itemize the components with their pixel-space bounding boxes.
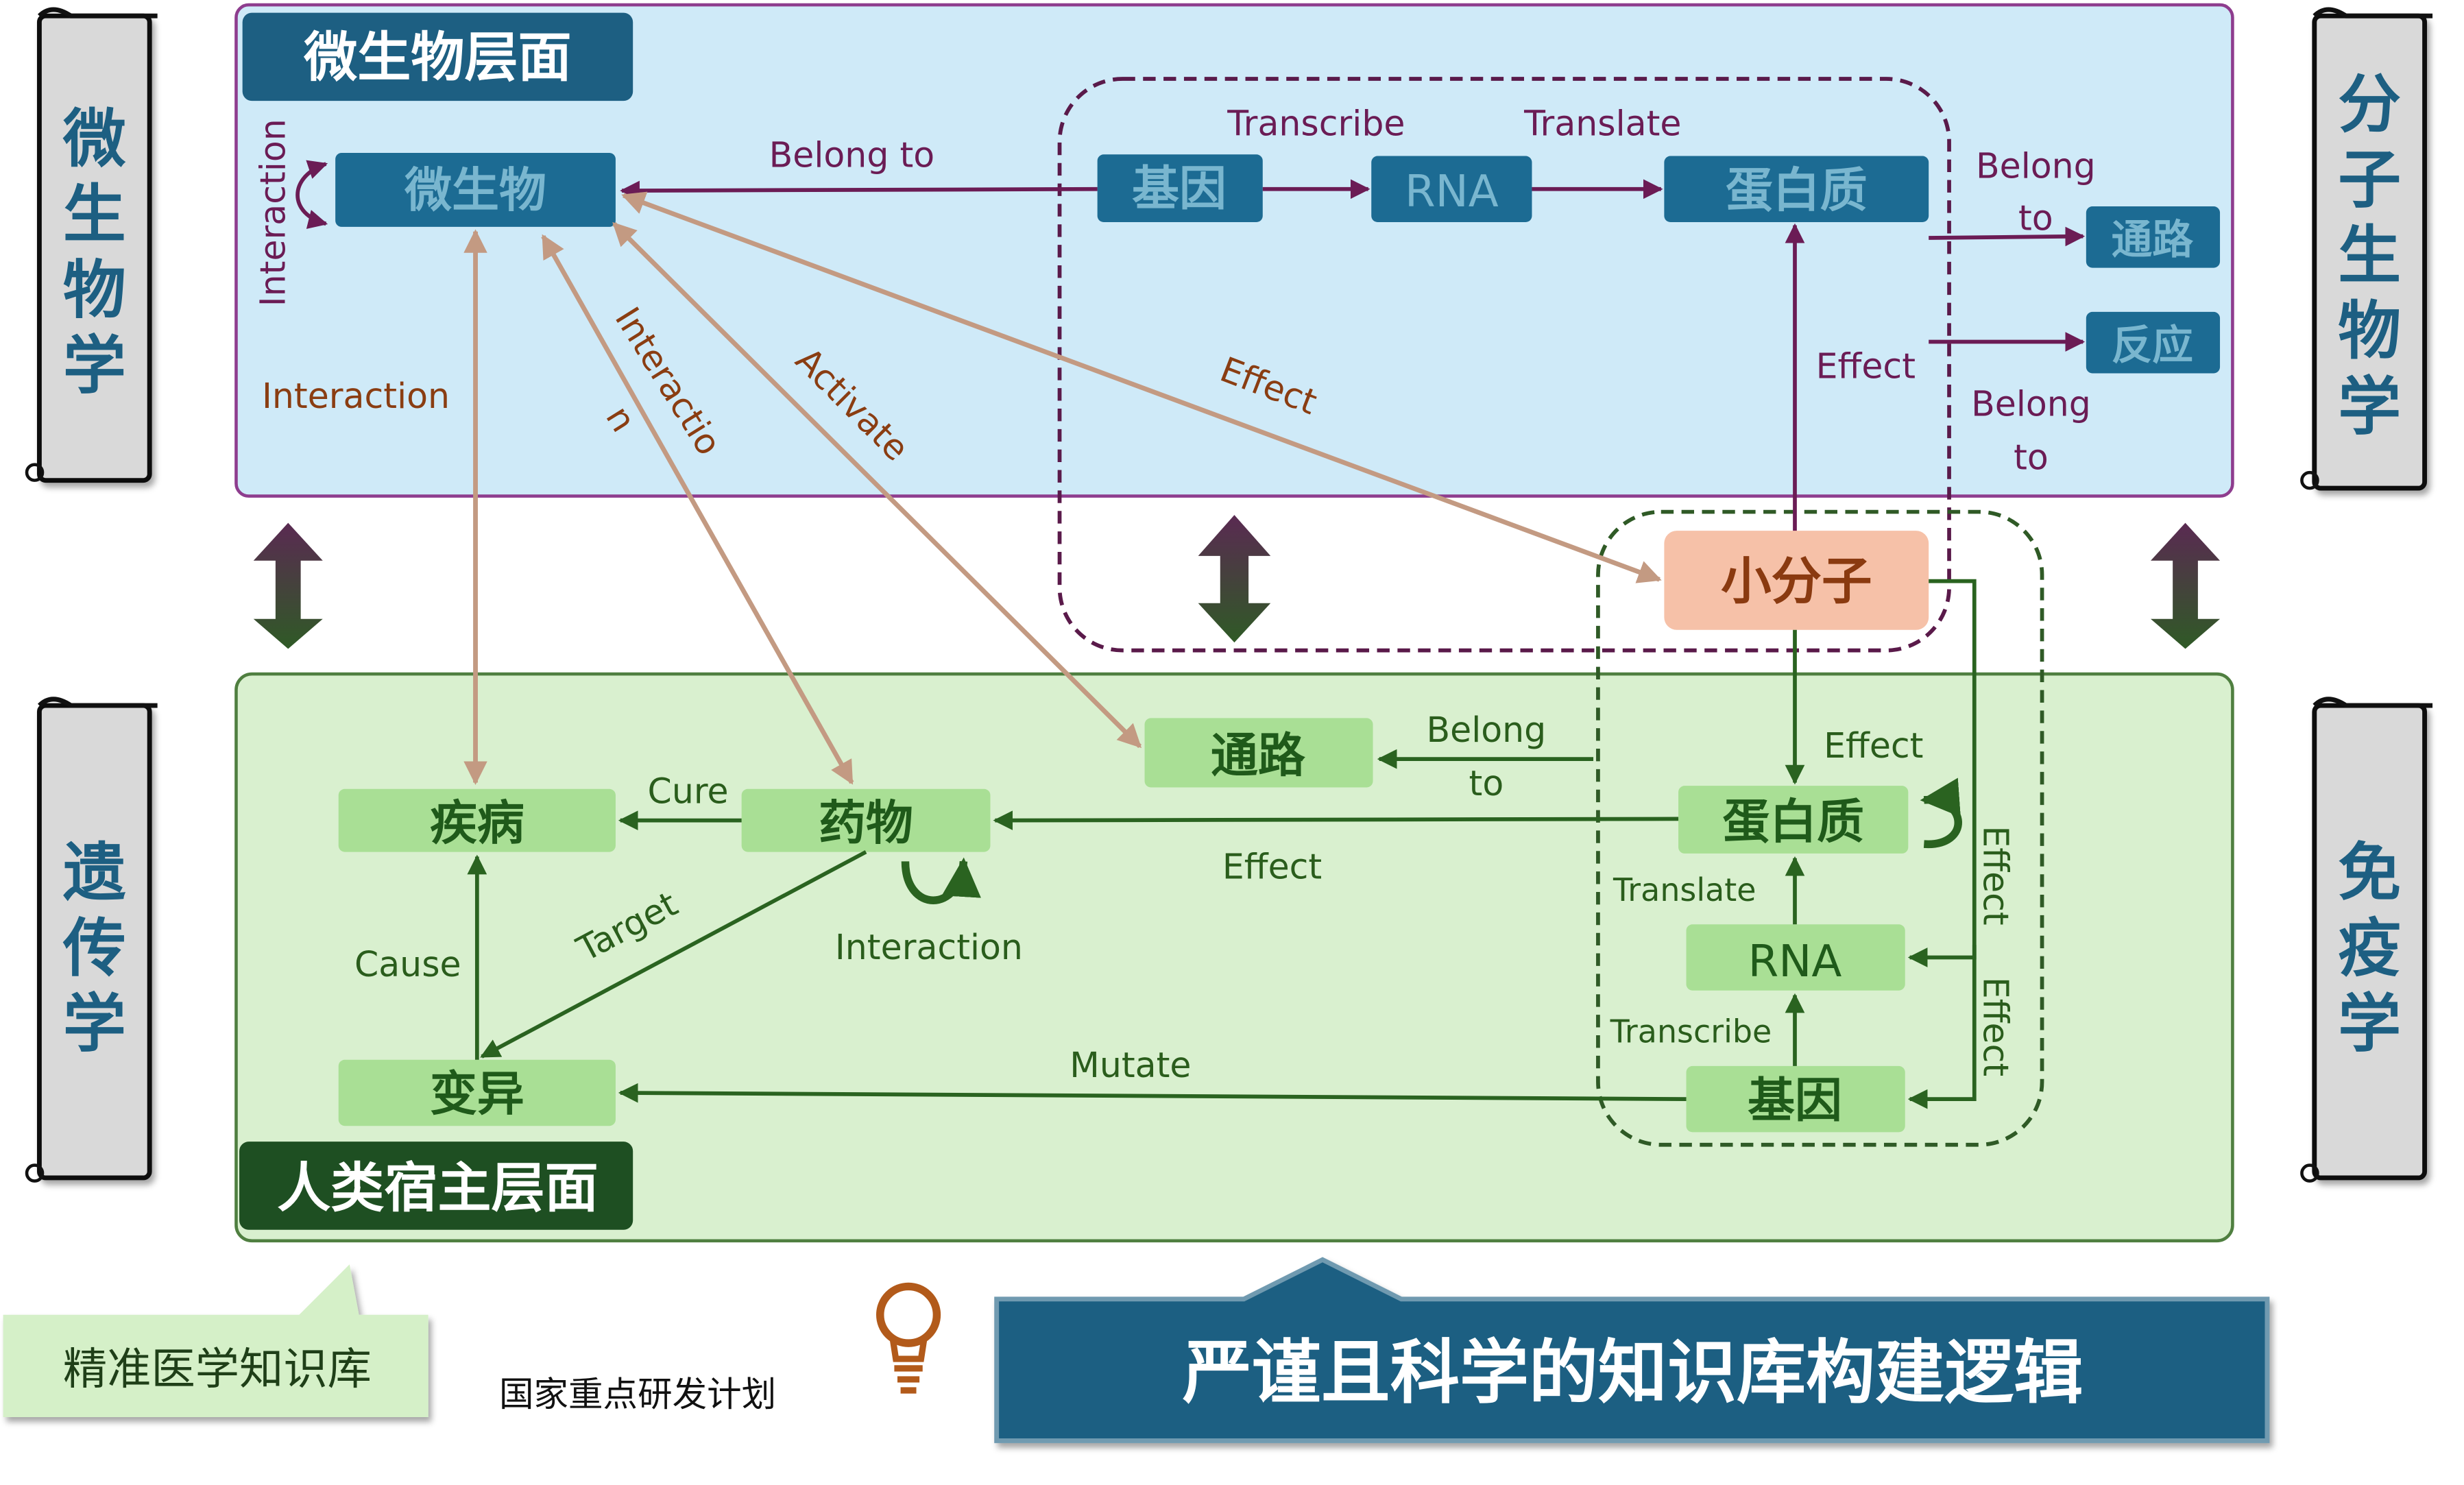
node-label: 蛋白质 <box>1726 163 1868 218</box>
label-effect-vertical-2: Effect <box>1976 977 2016 1076</box>
scroll-char-4: 学 <box>63 329 126 402</box>
scroll-immunology: 免 疫 学 <box>2300 697 2433 1183</box>
node-label: 蛋白质 <box>1722 795 1864 849</box>
host-level-title-text: 人类宿主层面 <box>277 1157 598 1219</box>
program-name: 国家重点研发计划 <box>499 1374 776 1414</box>
micro-molecule-group <box>1057 77 1951 653</box>
scroll-char-2: 生 <box>63 178 126 252</box>
label-belong-pathway-2: to <box>2018 197 2053 238</box>
node-host-gene[interactable]: 基因 <box>1686 1065 1905 1133</box>
label-transcribe-host: Transcribe <box>1610 1013 1772 1050</box>
callout-precision-medicine: 精准医学知识库 <box>3 1264 428 1418</box>
label-interaction-disease: Interaction <box>262 376 450 416</box>
label-microbe-self-interaction: Interaction <box>253 119 293 306</box>
scroll-genetics: 遗 传 学 <box>25 697 158 1183</box>
node-label: 药物 <box>819 796 913 851</box>
lightbulb-icon <box>875 1282 941 1394</box>
label-effect-vertical-1: Effect <box>1976 825 2016 925</box>
scroll-char-5: 学 <box>2338 370 2401 444</box>
label-belong-to: Belong to <box>769 135 935 176</box>
scroll-char-2: 子 <box>2338 143 2401 217</box>
edge-drug-variant-target <box>480 850 867 1059</box>
banner-text: 严谨且科学的知识库构建逻辑 <box>1183 1332 2083 1413</box>
node-micro-pathway[interactable]: 通路 <box>2086 206 2221 268</box>
edge-belong-pathway <box>1929 226 2086 247</box>
scroll-molecular-biology: 分 子 生 物 学 <box>2300 7 2433 491</box>
label-effect-drug: Effect <box>1222 847 1322 887</box>
label-mutate: Mutate <box>1070 1045 1191 1085</box>
node-small-molecule[interactable]: 小分子 <box>1664 531 1929 630</box>
connector-left <box>253 522 323 649</box>
node-label: RNA <box>1748 936 1842 987</box>
label-belong-2: to <box>1469 763 1504 804</box>
label-belong-pathway-1: Belong <box>1976 146 2096 186</box>
label-effect-top: Effect <box>1824 725 1923 766</box>
edge-small-molecule-side-effect <box>1907 579 1977 967</box>
label-cause: Cause <box>354 944 461 985</box>
node-disease[interactable]: 疾病 <box>338 788 616 852</box>
host-level-title: 人类宿主层面 <box>239 1142 633 1230</box>
node-label: 基因 <box>1748 1073 1842 1128</box>
label-translate: Translate <box>1523 104 1681 144</box>
edge-protein-self-interaction <box>1920 777 1962 848</box>
node-label: 基因 <box>1132 162 1227 217</box>
callout-text: 精准医学知识库 <box>63 1344 372 1395</box>
microbe-level-title: 微生物层面 <box>242 12 633 101</box>
label-belong-reaction-2: to <box>2014 437 2049 478</box>
connector-middle <box>1198 515 1271 643</box>
node-micro-reaction[interactable]: 反应 <box>2086 311 2221 374</box>
scroll-microbiology: 微 生 物 学 <box>25 7 158 483</box>
node-label: 微生物 <box>404 163 546 218</box>
scroll-char-1: 微 <box>62 102 126 176</box>
label-belong-1: Belong <box>1426 710 1546 750</box>
edge-microbe-self-interaction <box>295 160 328 229</box>
node-label: 小分子 <box>1721 553 1872 611</box>
scroll-char-4: 物 <box>2338 295 2401 368</box>
node-micro-gene[interactable]: 基因 <box>1097 154 1263 223</box>
label-cure: Cure <box>648 771 729 811</box>
scroll-char-1: 遗 <box>63 836 126 910</box>
scroll-char-3: 学 <box>63 987 126 1061</box>
scroll-char-1: 免 <box>2338 836 2401 910</box>
node-label: RNA <box>1405 166 1499 217</box>
edge-microbe-small-molecule <box>621 191 1662 583</box>
scroll-char-3: 学 <box>2338 987 2401 1061</box>
node-variant[interactable]: 变异 <box>338 1059 616 1126</box>
scroll-char-3: 物 <box>63 254 126 327</box>
node-label: 疾病 <box>430 796 524 851</box>
node-micro-rna[interactable]: RNA <box>1371 156 1532 223</box>
node-label: 变异 <box>430 1067 524 1122</box>
label-effect-protein: Effect <box>1816 346 1916 386</box>
label-drug-interaction: Interaction <box>835 927 1023 967</box>
node-micro-protein[interactable]: 蛋白质 <box>1664 156 1929 223</box>
connector-right <box>2150 522 2221 649</box>
node-microbe[interactable]: 微生物 <box>335 152 616 227</box>
edge-protein-drug-effect <box>993 810 1679 830</box>
knowledge-base-banner: 严谨且科学的知识库构建逻辑 <box>994 1257 2270 1443</box>
label-translate-host: Translate <box>1613 871 1756 908</box>
node-host-rna[interactable]: RNA <box>1686 924 1905 991</box>
node-drug[interactable]: 药物 <box>741 788 991 852</box>
edge-belong-to-microbe <box>620 180 1098 201</box>
scroll-char-3: 生 <box>2338 219 2401 292</box>
edge-small-molecule-gene-effect <box>1907 945 1977 1109</box>
microbe-level-title-text: 微生物层面 <box>303 27 571 88</box>
scroll-char-1: 分 <box>2338 68 2401 141</box>
edge-drug-self-interaction <box>901 857 981 904</box>
edge-gene-variant-mutate <box>618 1083 1687 1103</box>
scroll-char-2: 传 <box>62 912 126 985</box>
node-label: 反应 <box>2112 322 2193 370</box>
node-host-protein[interactable]: 蛋白质 <box>1678 786 1909 854</box>
node-label: 通路 <box>2112 217 2194 264</box>
label-belong-reaction-1: Belong <box>1971 383 2091 424</box>
label-transcribe: Transcribe <box>1227 104 1405 144</box>
node-label: 通路 <box>1211 728 1306 783</box>
scroll-char-2: 疫 <box>2338 912 2401 985</box>
node-host-pathway[interactable]: 通路 <box>1144 718 1373 788</box>
